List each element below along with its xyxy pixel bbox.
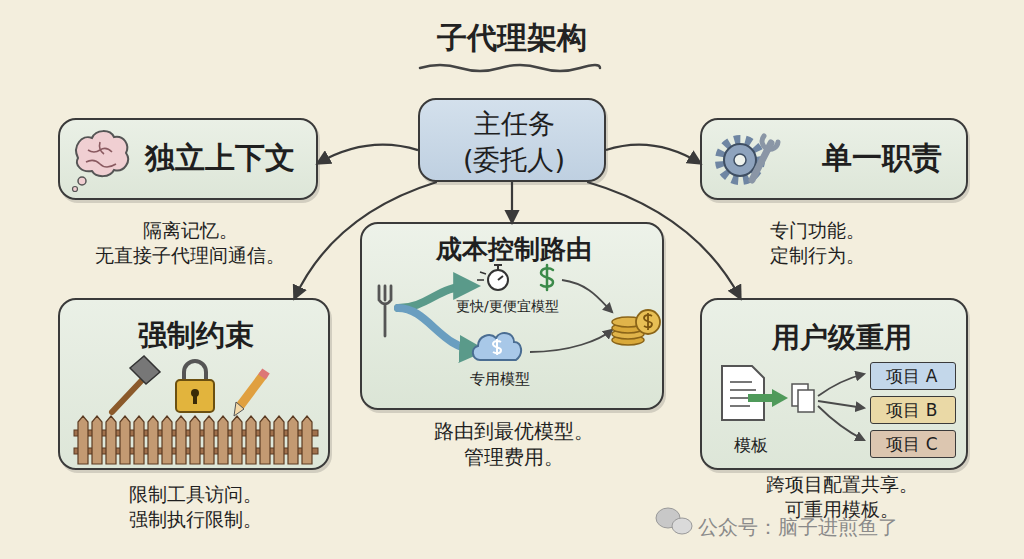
illustration-label: 模板 — [734, 434, 768, 457]
node-description: 专门功能。 定制行为。 — [757, 218, 877, 268]
connector-arrow — [318, 145, 418, 163]
node-title: 单一职责 — [802, 138, 962, 178]
connector-arrow — [511, 182, 513, 222]
project-name: 项目 A — [871, 365, 953, 387]
illustration-label: 专用模型 — [470, 370, 530, 389]
project-box: 项目 A — [870, 362, 956, 390]
node-description: 路由到最优模型。 管理费用。 — [429, 418, 599, 471]
node-title: 用户级重用 — [742, 320, 942, 357]
node-title: 独立上下文 — [130, 138, 310, 178]
project-name: 项目 C — [871, 433, 953, 455]
delegator-box: 主任务 (委托人) — [418, 98, 606, 182]
feature-box: 独立上下文隔离记忆。 无直接子代理间通信。 — [58, 118, 318, 200]
node-description: 限制工具访问。 强制执行限制。 — [120, 482, 270, 532]
diagram-title: 子代理架构 — [0, 18, 1024, 59]
connector-arrow — [606, 145, 700, 163]
node-description: 跨项目配置共享。 可重用模板。 — [757, 472, 927, 522]
node-title: 主任务 (委托人) — [449, 106, 579, 177]
feature-box: 强制约束限制工具访问。 强制执行限制。 — [58, 298, 330, 470]
title-underline — [420, 65, 600, 71]
project-box: 项目 B — [870, 396, 956, 424]
project-name: 项目 B — [871, 399, 953, 421]
node-description: 隔离记忆。 无直接子代理间通信。 — [75, 218, 305, 268]
node-title: 强制约束 — [60, 316, 332, 354]
wechat-icon-part — [656, 508, 680, 528]
watermark: 公众号：脑子进煎鱼了 — [698, 514, 898, 541]
title-underline-part — [420, 65, 600, 71]
node-title: 成本控制路由 — [362, 232, 666, 266]
project-box: 项目 C — [870, 430, 956, 458]
wechat-icon — [656, 508, 692, 534]
feature-box: 单一职责专门功能。 定制行为。 — [700, 118, 968, 200]
illustration-label: 更快/更便宜模型 — [456, 298, 559, 316]
wechat-icon-part — [672, 518, 692, 534]
